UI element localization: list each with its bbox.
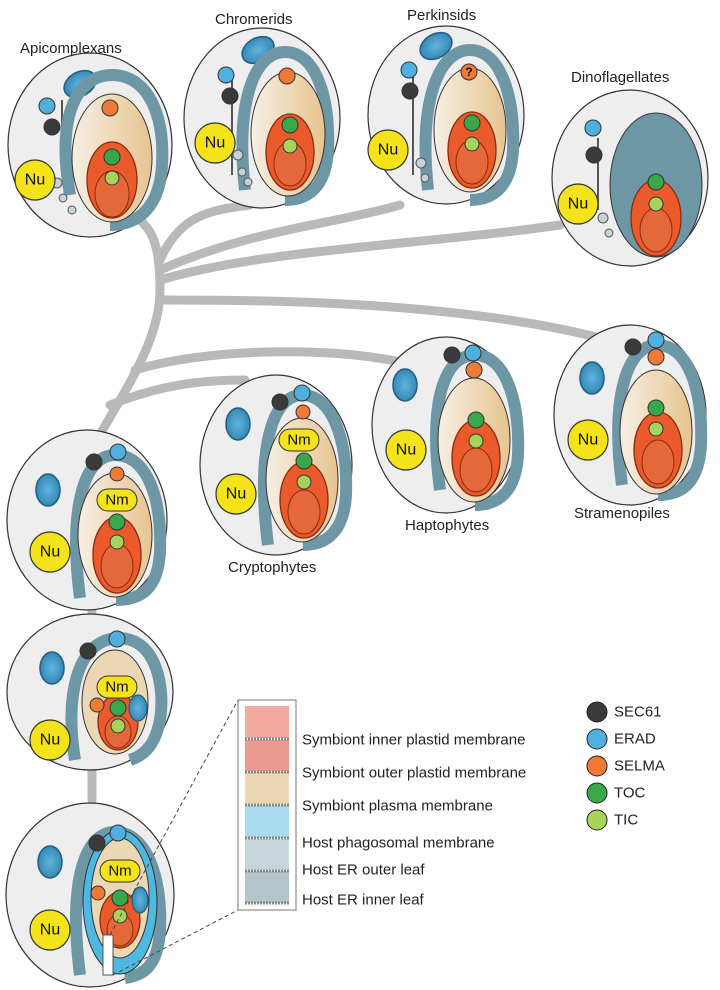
cell-chromerids: Nu xyxy=(183,27,341,209)
cell-ancestor-3: Nm Nu xyxy=(5,802,175,988)
mitochondrion-icon xyxy=(419,31,453,61)
zoom-lines xyxy=(109,699,239,976)
legend-dot-toc xyxy=(586,782,608,804)
mitochondrion-icon xyxy=(579,361,605,395)
mitochondrion-icon xyxy=(225,407,251,441)
label-chromerids: Chromerids xyxy=(215,11,293,28)
nucleomorph-label: Nm xyxy=(105,679,128,696)
nucleus-label: Nu xyxy=(396,442,416,459)
label-perkinsids: Perkinsids xyxy=(407,7,476,24)
label-cryptophytes: Cryptophytes xyxy=(228,559,316,576)
nucleus-label: Nu xyxy=(40,732,60,749)
nucleus-label: Nu xyxy=(40,922,60,939)
legend-label-selma: SELMA xyxy=(614,758,665,775)
nucleus-label: Nu xyxy=(578,432,598,449)
legend-dot-selma xyxy=(586,755,608,777)
membrane-label-3: Host phagosomal membrane xyxy=(302,835,495,852)
mitochondrion-icon xyxy=(131,886,149,914)
mitochondrion-icon xyxy=(128,694,148,722)
mitochondrion-icon xyxy=(39,651,65,685)
label-stramenopiles: Stramenopiles xyxy=(574,505,670,522)
membrane-label-2: Symbiont plasma membrane xyxy=(302,798,493,815)
nucleus-label: Nu xyxy=(378,142,398,159)
cell-cryptophytes: Nm Nu xyxy=(199,374,353,556)
cell-stramenopiles: Nu xyxy=(553,324,708,506)
cell-apicomplexans: Nu xyxy=(7,52,173,238)
nucleomorph-label: Nm xyxy=(287,432,310,449)
membrane-label-0: Symbiont inner plastid membrane xyxy=(302,732,525,749)
cell-perkinsids: ? Nu xyxy=(367,25,525,206)
label-dinoflagellates: Dinoflagellates xyxy=(571,69,669,86)
nucleus-label: Nu xyxy=(568,196,588,213)
legend-label-erad: ERAD xyxy=(614,731,656,748)
cell-ancestor-2: Nm Nu xyxy=(6,613,174,771)
nucleus-label: Nu xyxy=(40,544,60,561)
legend-dot-erad xyxy=(586,728,608,750)
membrane-detail xyxy=(237,699,297,911)
nucleomorph-label: Nm xyxy=(105,492,128,509)
mitochondrion-icon xyxy=(392,368,418,402)
legend-label-tic: TIC xyxy=(614,812,638,829)
mitochondrion-icon xyxy=(37,845,63,879)
label-haptophytes: Haptophytes xyxy=(405,517,489,534)
phylogeny-branches xyxy=(87,200,605,805)
nucleus-label: Nu xyxy=(205,135,225,152)
membrane-label-5: Host ER inner leaf xyxy=(302,892,425,909)
nucleus-label: Nu xyxy=(226,486,246,503)
legend-dot-sec61 xyxy=(586,701,608,723)
mitochondrion-icon xyxy=(35,473,61,507)
cell-dinoflagellates: Nu xyxy=(551,89,709,267)
legend-label-sec61: SEC61 xyxy=(614,704,662,721)
legend-label-toc: TOC xyxy=(614,785,646,802)
membrane-label-4: Host ER outer leaf xyxy=(302,862,425,879)
membrane-label-1: Symbiont outer plastid membrane xyxy=(302,765,526,782)
unknown-marker: ? xyxy=(465,65,472,79)
legend-dot-tic xyxy=(586,809,608,831)
cell-ancestor-1: Nm Nu xyxy=(6,429,168,611)
cell-haptophytes: Nu xyxy=(371,336,525,514)
protein-legend: SEC61 ERAD SELMA TOC TIC xyxy=(586,701,665,831)
nucleus-label: Nu xyxy=(25,172,45,189)
nucleomorph-label: Nm xyxy=(108,863,131,880)
